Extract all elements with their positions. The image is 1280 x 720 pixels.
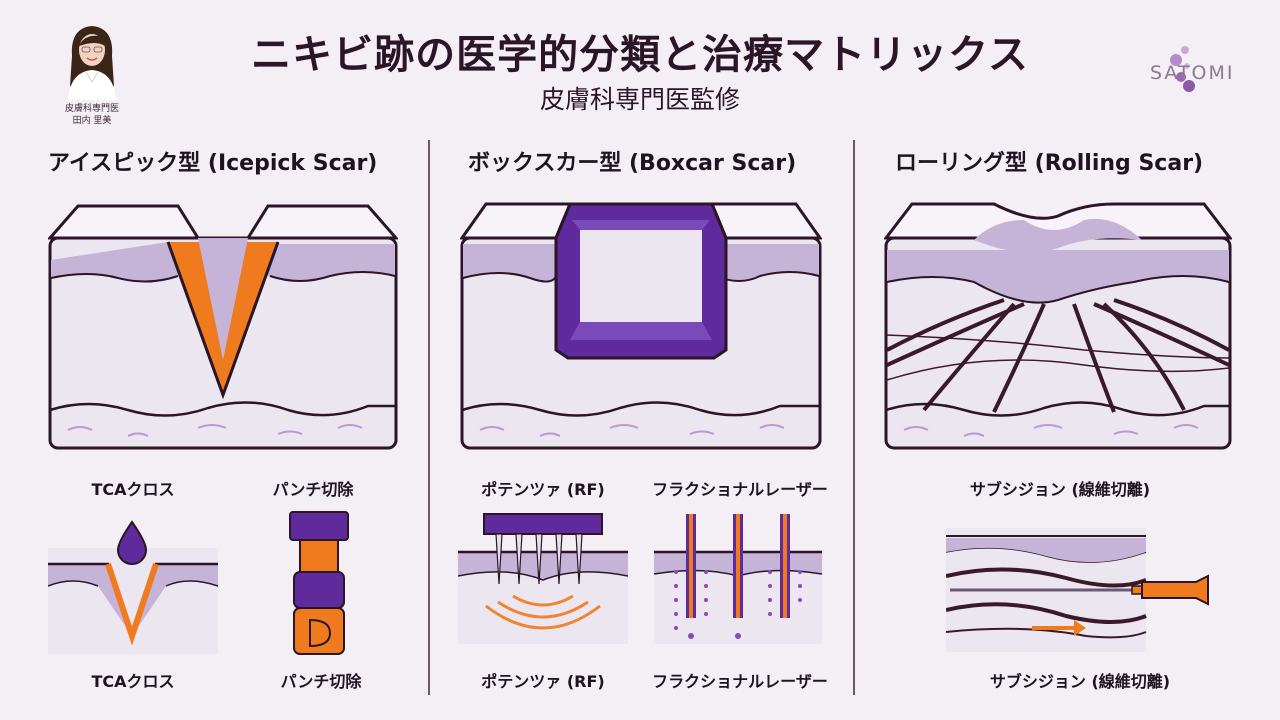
heading-boxcar: ボックスカー型 (Boxcar Scar) [468,151,797,176]
satomi-logo-icon [1170,46,1195,92]
punch-tool-icon [289,511,349,655]
caption-potenza-rf: ポテンツァ (RF) [481,672,605,691]
page-title: ニキビ跡の医学的分類と治療マトリックス [251,32,1029,78]
logo-text: SATOMI [1150,62,1235,84]
boxcar-diagram [460,202,822,450]
cannula-icon [950,574,1209,606]
treatment-potenza-rf: ポテンツァ (RF) [481,480,605,499]
caption-tca-cross: TCAクロス [91,672,175,691]
subcision-illustration [946,528,1209,652]
laser-channel-icon [654,514,822,644]
divider-1 [428,140,430,695]
treatment-tca-cross: TCAクロス [91,480,175,499]
caption-fractional-laser: フラクショナルレーザー [652,672,828,691]
droplet-icon [116,520,148,565]
caption-punch-excision: パンチ切除 [280,672,362,691]
icepick-diagram [48,204,398,450]
heading-rolling: ローリング型 (Rolling Scar) [895,151,1204,176]
treatment-fractional-laser: フラクショナルレーザー [652,480,828,499]
heading-icepick: アイスピック型 (Icepick Scar) [48,151,378,176]
doctor-name: 田内 里美 [72,116,112,126]
doctor-photo [60,16,124,100]
page-subtitle: 皮膚科専門医監修 [539,85,740,114]
arrow-right-icon [1032,620,1086,636]
rolling-diagram [884,202,1232,450]
divider-2 [853,140,855,695]
caption-subcision: サブシジョン (線維切離) [989,672,1171,691]
treatment-subcision: サブシジョン (線維切離) [969,480,1151,499]
tca-cross-illustration [48,520,218,654]
doctor-title: 皮膚科専門医 [64,104,119,114]
rf-microneedle-icon [458,513,628,644]
treatment-punch-excision: パンチ切除 [272,480,354,499]
